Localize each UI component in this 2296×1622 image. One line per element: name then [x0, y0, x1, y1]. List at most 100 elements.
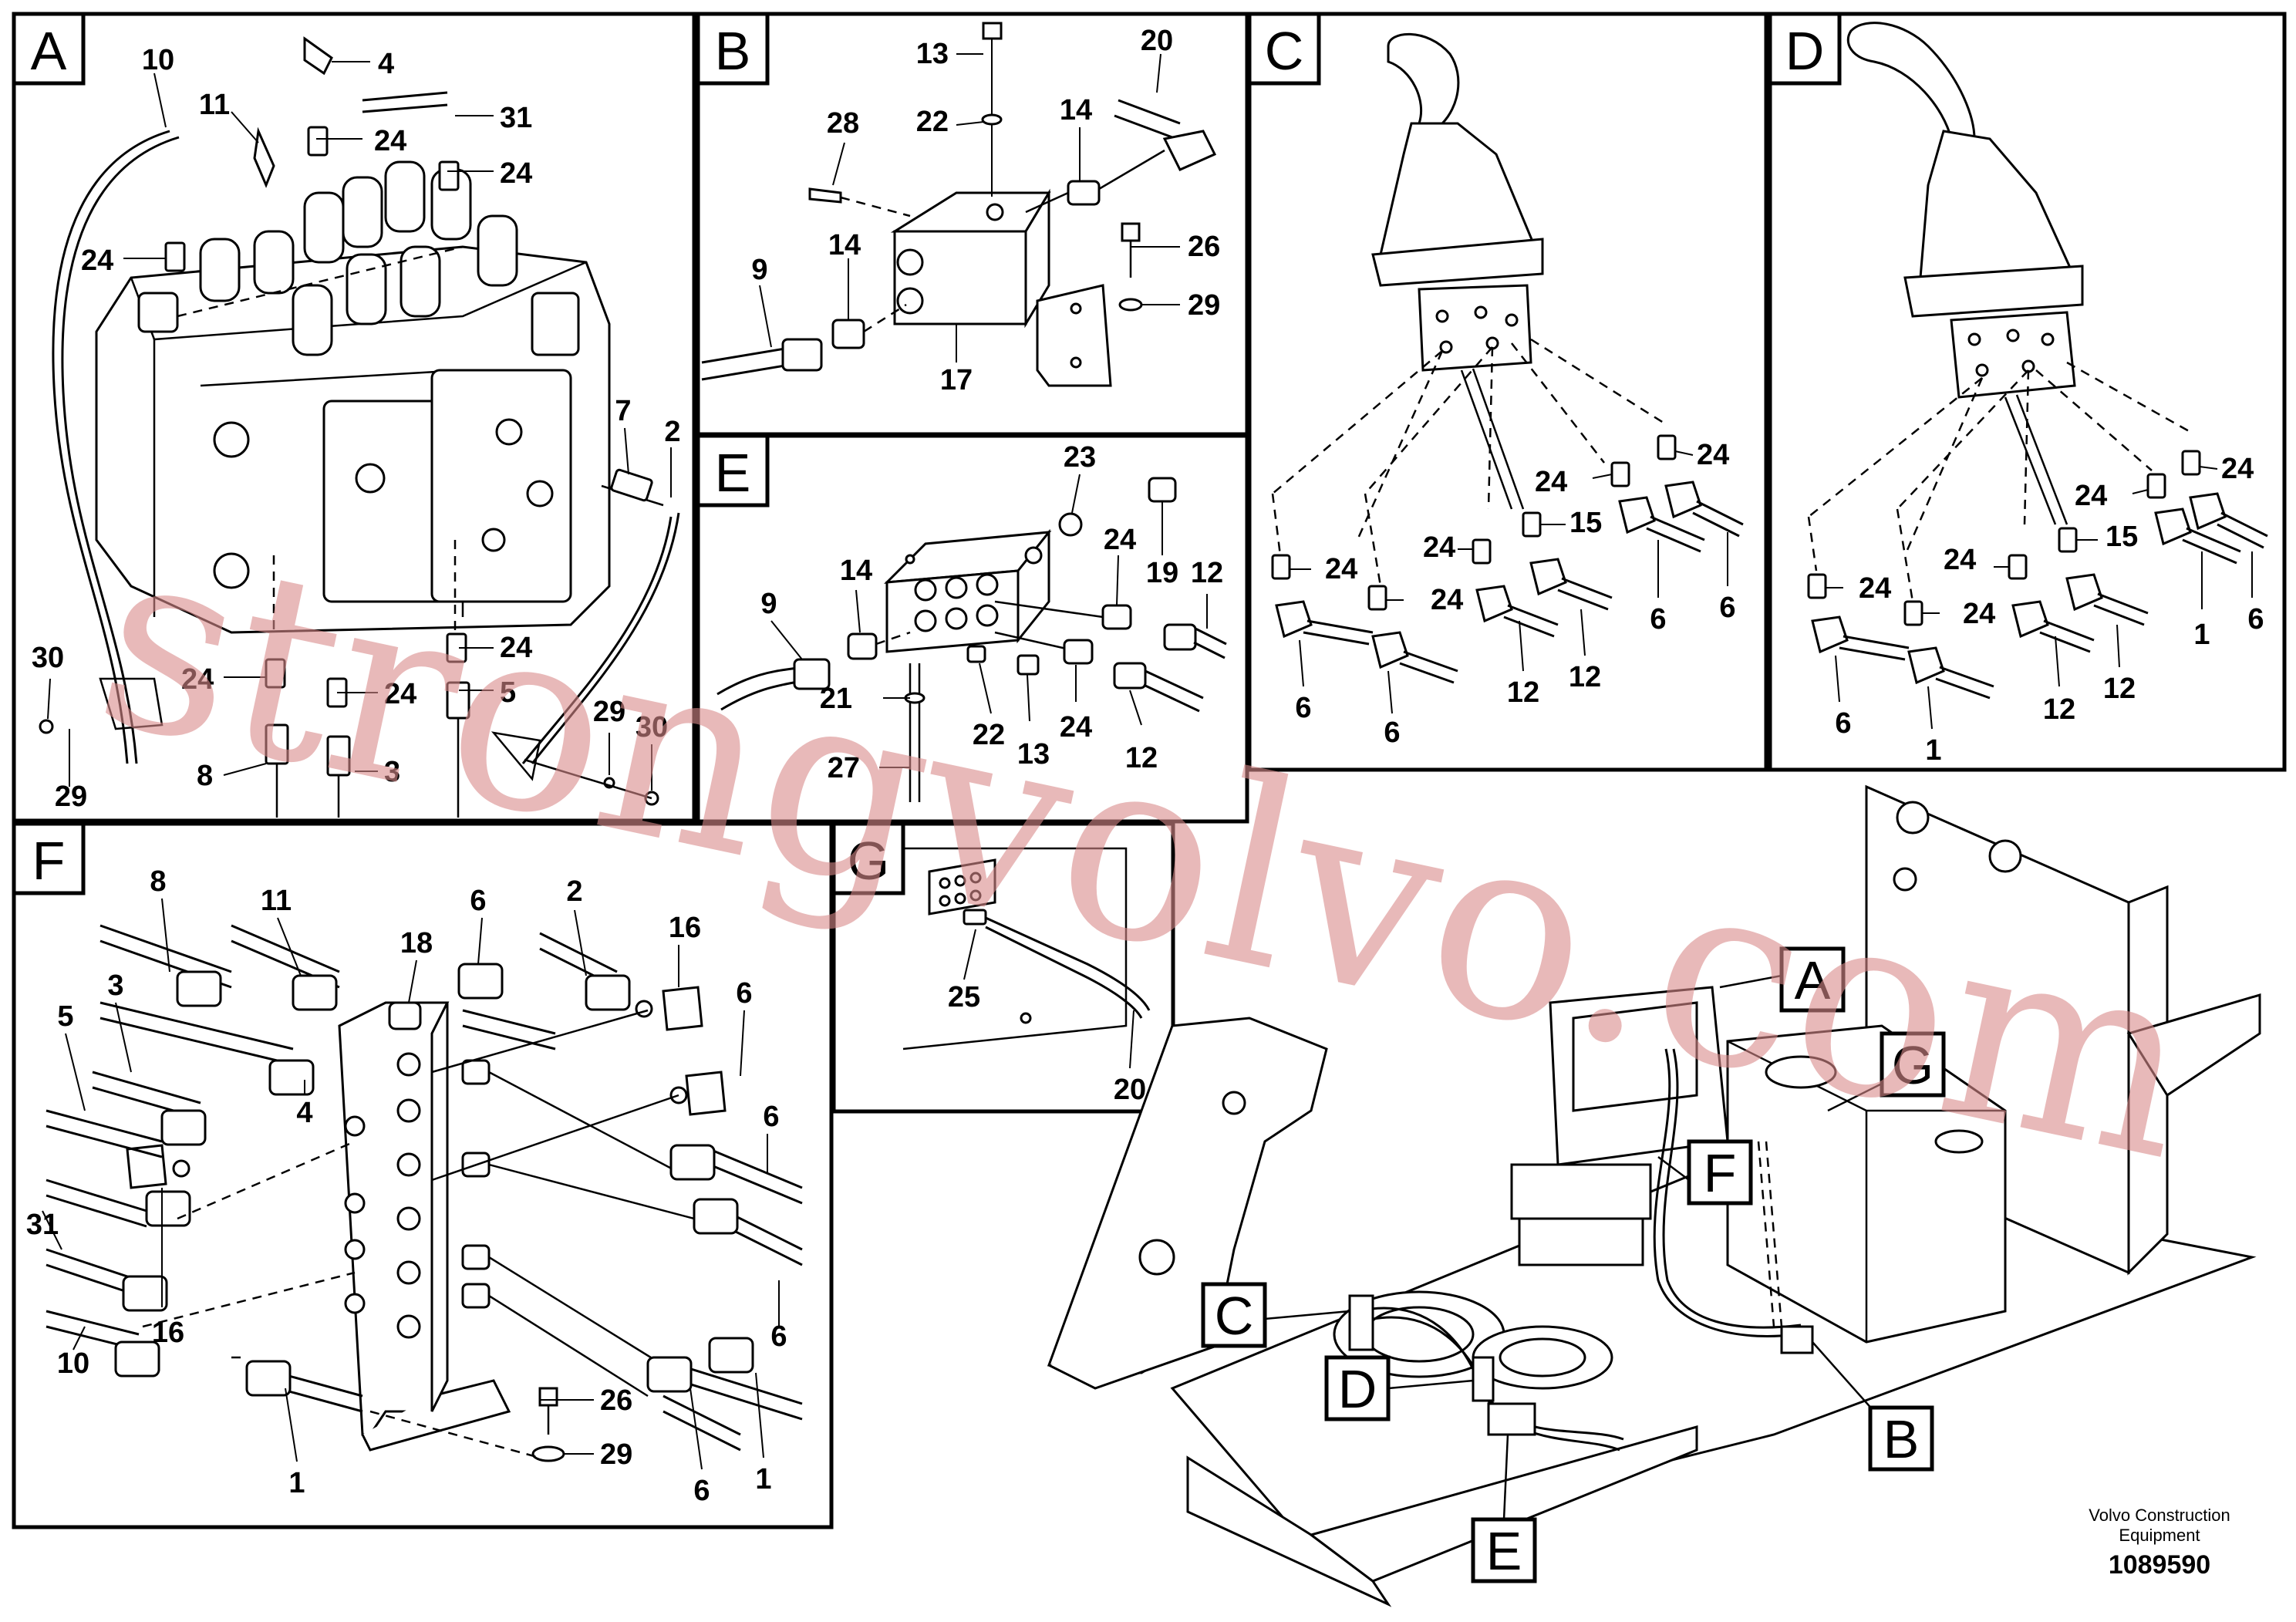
- joystick-right-drawing: [1807, 22, 2191, 602]
- label-f-2: 2: [566, 875, 582, 908]
- panel-f-letter: F: [32, 831, 66, 891]
- label-f-26: 26: [600, 1384, 632, 1417]
- label-d-6-b: 6: [1835, 707, 1851, 740]
- label-f-16-top: 16: [669, 912, 701, 944]
- panel-a-hoses: [39, 36, 680, 818]
- panel-g-leaders: [963, 929, 1135, 1069]
- panel-b-leaders: [759, 53, 1180, 363]
- label-f-6-mid: 6: [763, 1101, 779, 1133]
- label-e-9: 9: [760, 588, 777, 620]
- label-f-1-right: 1: [755, 1463, 771, 1496]
- joystick-left-drawing: [1271, 32, 1667, 587]
- footer: Volvo Construction Equipment 1089590: [2089, 1506, 2230, 1580]
- label-f-8: 8: [150, 865, 166, 898]
- label-c-24-d: 24: [1325, 553, 1357, 585]
- panel-d-letter: D: [1785, 21, 1825, 81]
- label-c-12-a: 12: [1507, 676, 1539, 709]
- label-c-24-a: 24: [1697, 439, 1729, 471]
- label-a-5: 5: [500, 676, 516, 709]
- callout-g: G: [1892, 1035, 1934, 1095]
- label-a-30-right: 30: [636, 711, 668, 744]
- panel-f-labels: 8 11 18 6 2 16 6 5 3 4 6 31 16 6 10 26 2…: [26, 865, 787, 1507]
- label-e-19: 19: [1146, 557, 1178, 589]
- panel-f-hoses: [46, 924, 803, 1462]
- label-f-29: 29: [600, 1438, 632, 1471]
- joystick-left-fittings: [1271, 434, 1744, 684]
- panel-d-leaders: [1826, 466, 2253, 730]
- label-f-11: 11: [261, 885, 292, 917]
- label-a-24-mid: 24: [500, 632, 532, 664]
- panel-f: F: [12, 821, 834, 1529]
- label-b-29: 29: [1188, 289, 1220, 322]
- panel-g-drawing: [902, 847, 1151, 1050]
- label-c-15: 15: [1569, 507, 1602, 539]
- panel-c: C: [1247, 12, 1768, 772]
- label-g-25: 25: [948, 981, 980, 1013]
- panel-g: G 25 20: [831, 821, 1175, 1114]
- label-c-24-c: 24: [1423, 531, 1455, 564]
- label-e-27: 27: [828, 752, 860, 784]
- label-f-6-lower: 6: [770, 1320, 787, 1353]
- label-b-14-left: 14: [828, 229, 861, 261]
- label-c-24-b: 24: [1535, 466, 1567, 498]
- label-c-6-a: 6: [1650, 603, 1666, 636]
- label-d-12-b: 12: [2103, 673, 2136, 705]
- panel-e: E: [696, 433, 1249, 824]
- label-b-14-right: 14: [1060, 94, 1092, 126]
- label-a-24-lower-left: 24: [181, 663, 214, 696]
- label-b-22: 22: [916, 106, 949, 138]
- panel-e-labels: 23 14 24 19 12 9 21 22 13 24 12 27: [760, 441, 1223, 784]
- label-f-6-bottom: 6: [693, 1475, 710, 1507]
- label-a-24-lower: 24: [384, 678, 416, 710]
- label-f-4: 4: [296, 1097, 312, 1129]
- control-valve-drawing: [95, 160, 611, 634]
- label-f-16-bottom: 16: [152, 1317, 184, 1349]
- label-d-24-b: 24: [2075, 480, 2107, 512]
- label-e-22: 22: [973, 719, 1005, 751]
- label-e-12-top: 12: [1191, 557, 1223, 589]
- manifold-block-drawing: [126, 986, 727, 1452]
- label-e-24-top: 24: [1104, 524, 1136, 556]
- panel-f-leaders: [42, 898, 780, 1470]
- label-b-9: 9: [751, 254, 767, 286]
- label-e-24-bottom: 24: [1060, 711, 1092, 744]
- label-e-13: 13: [1017, 738, 1050, 771]
- callout-e: E: [1486, 1521, 1522, 1581]
- label-f-5: 5: [57, 1000, 73, 1033]
- panel-e-leaders: [770, 474, 1208, 768]
- label-a-29-left: 29: [55, 781, 87, 813]
- panel-g-labels: 25 20: [948, 981, 1146, 1106]
- footer-company-line-1: Volvo Construction: [2089, 1506, 2230, 1525]
- panel-d: D: [1768, 12, 2287, 772]
- label-a-11: 11: [199, 89, 230, 121]
- label-a-24-left: 24: [81, 244, 113, 277]
- label-d-12-a: 12: [2043, 693, 2075, 726]
- label-d-24-a: 24: [2221, 453, 2254, 485]
- label-f-10: 10: [57, 1347, 89, 1380]
- panel-e-letter: E: [715, 443, 751, 503]
- label-e-12-bottom: 12: [1125, 742, 1158, 774]
- panel-a-leaders: [47, 61, 672, 791]
- label-d-24-c: 24: [1944, 544, 1976, 576]
- label-d-15: 15: [2106, 521, 2138, 553]
- label-f-18: 18: [400, 927, 433, 959]
- label-a-29-right: 29: [593, 696, 625, 728]
- label-d-1-b: 1: [1925, 734, 1941, 767]
- panel-c-leaders: [1290, 450, 1728, 714]
- label-e-14: 14: [840, 555, 872, 587]
- callout-c: C: [1215, 1286, 1254, 1346]
- panel-d-labels: 24 24 15 24 24 24 1 6 12 12 6 1: [1835, 453, 2264, 767]
- label-c-6-d: 6: [1384, 717, 1400, 749]
- label-d-24-d: 24: [1859, 572, 1891, 605]
- label-a-24-right: 24: [500, 157, 532, 190]
- panel-b: B: [696, 12, 1249, 437]
- callout-f: F: [1704, 1143, 1737, 1203]
- label-c-12-b: 12: [1569, 661, 1601, 693]
- label-f-3: 3: [107, 969, 123, 1002]
- label-b-26: 26: [1188, 231, 1220, 263]
- label-a-7: 7: [615, 395, 631, 427]
- label-b-17: 17: [940, 364, 973, 396]
- label-c-24-e: 24: [1431, 584, 1463, 616]
- overview-callouts: A G F C D B E: [1201, 946, 1946, 1583]
